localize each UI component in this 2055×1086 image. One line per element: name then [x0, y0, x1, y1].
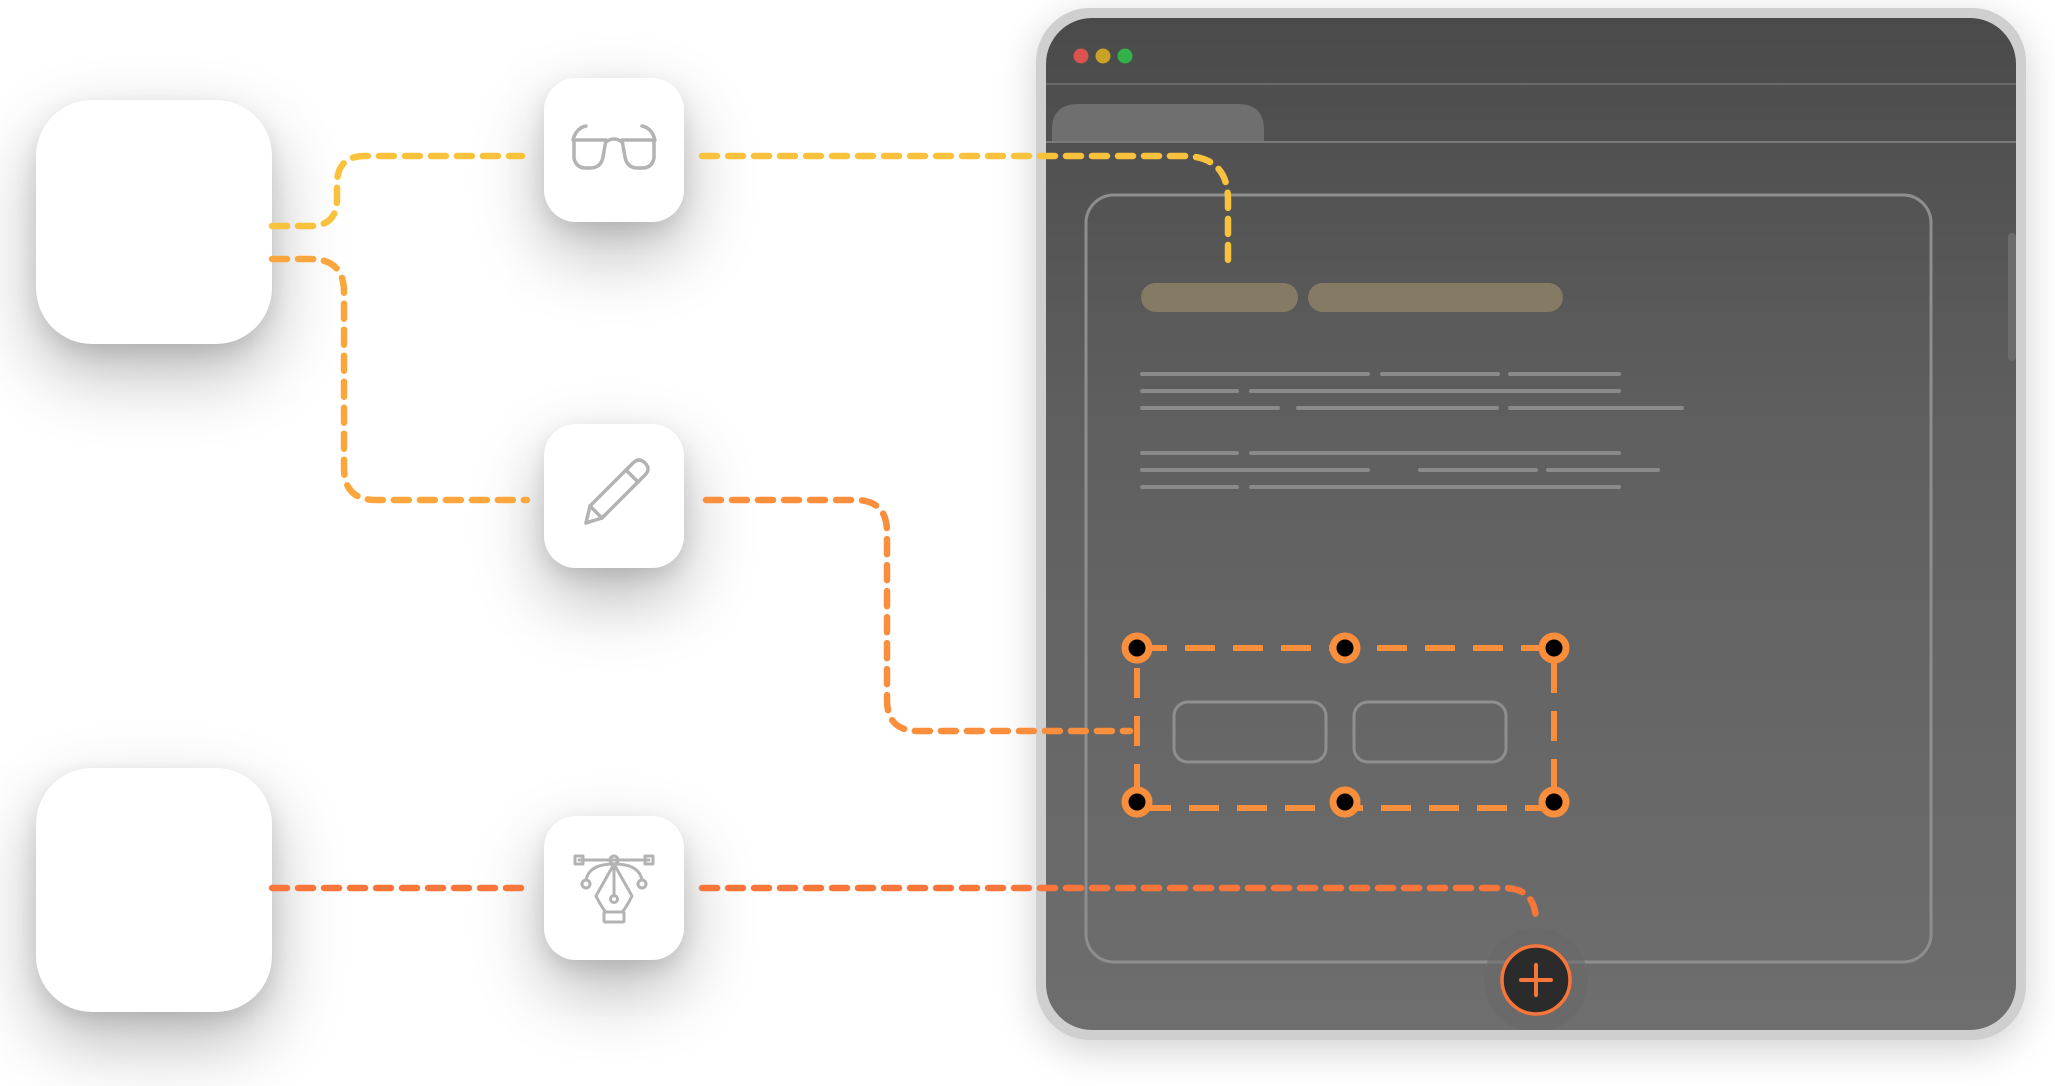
- title-placeholder: [1141, 283, 1298, 312]
- window-minimize-button[interactable]: [1095, 48, 1111, 64]
- glasses-icon: [571, 124, 657, 170]
- pen-tool-icon: [573, 854, 655, 924]
- user-avatar-icon: [100, 816, 208, 959]
- browser-window: [1036, 8, 2026, 1040]
- user-card-bottom: [36, 768, 272, 1012]
- window-maximize-button[interactable]: [1117, 48, 1133, 64]
- button-placeholder[interactable]: [1172, 700, 1328, 764]
- user-card-top: [36, 100, 272, 344]
- tool-card-design[interactable]: [544, 816, 684, 960]
- vertical-scrollbar[interactable]: [2008, 233, 2016, 361]
- user-avatar-icon: [100, 148, 208, 291]
- browser-tab[interactable]: [1052, 104, 1264, 142]
- tool-card-view[interactable]: [544, 78, 684, 222]
- connector-user-to-edit: [268, 255, 531, 504]
- plus-icon: [1519, 963, 1553, 997]
- tool-card-edit[interactable]: [544, 424, 684, 568]
- browser-viewport: [1046, 48, 2016, 1030]
- connector-user-to-view: [268, 152, 526, 230]
- pencil-icon: [584, 458, 650, 525]
- text-placeholder-lines: [1140, 372, 1684, 489]
- window-close-button[interactable]: [1073, 48, 1089, 64]
- title-placeholder: [1308, 283, 1563, 312]
- button-placeholder[interactable]: [1352, 700, 1508, 764]
